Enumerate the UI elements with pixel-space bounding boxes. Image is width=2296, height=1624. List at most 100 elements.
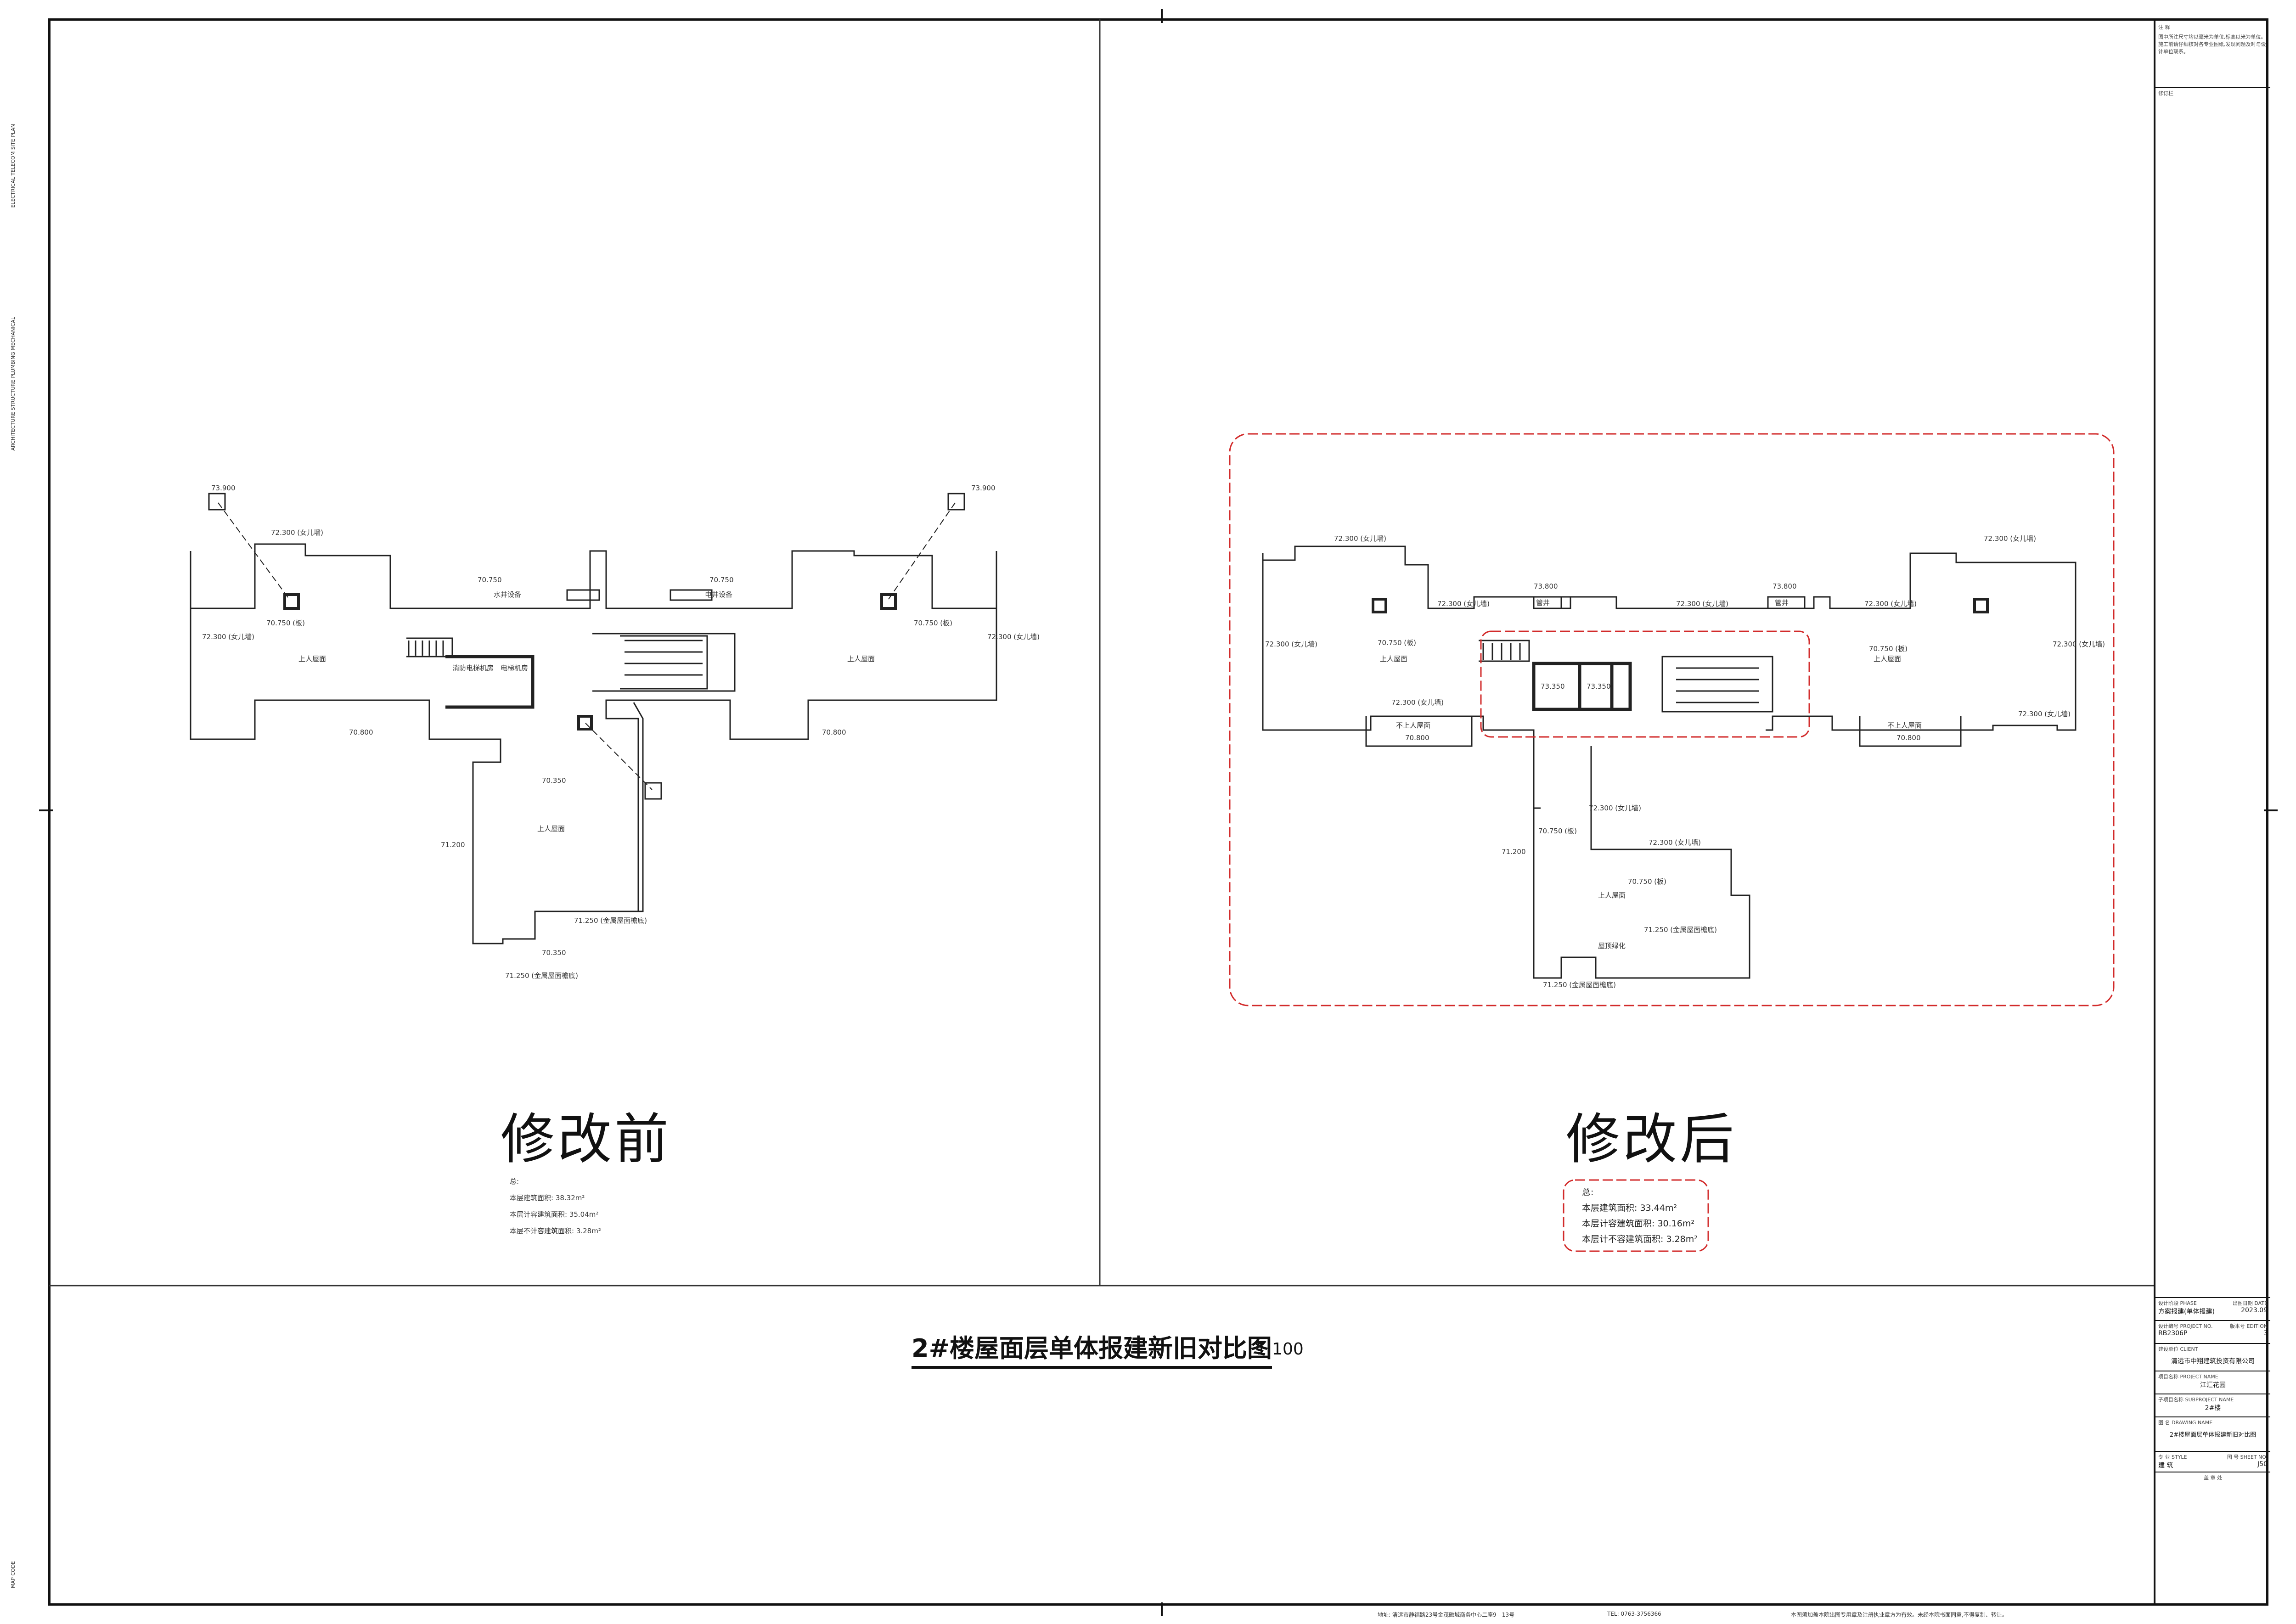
after-level-b3: 70.750 (板) (1628, 877, 1666, 886)
tb-phase-value: 方案报建(单体报建) (2158, 1308, 2215, 1315)
tb-drawing-name-row: 图 名 DRAWING NAME 2#楼屋面层单体报建新旧对比图 (2155, 1416, 2270, 1451)
tb-sheet-value: J50 (2257, 1461, 2268, 1468)
after-level-a9: 72.300 (女儿墙) (2018, 710, 2071, 718)
revision-cloud-core (1480, 630, 1810, 738)
tb-date-label: 出图日期 DATE (2232, 1300, 2268, 1306)
after-level-c1: 70.800 (1405, 734, 1429, 742)
tb-subproject-row: 子项目名称 SUBPROJECT NAME 2#楼 (2155, 1394, 2270, 1416)
after-level-e2: 71.250 (金属屋面檐底) (1543, 981, 1616, 989)
after-plan-labels: 72.300 (女儿墙) 72.300 (女儿墙) 72.300 (女儿墙) 7… (1265, 534, 2105, 989)
tb-project-name-value: 江汇花园 (2200, 1382, 2226, 1389)
after-level-c2: 70.800 (1896, 734, 1921, 742)
tb-client-row: 建设单位 CLIENT 清远市中翔建筑投资有限公司 (2155, 1343, 2270, 1371)
before-area-line: 本层计容建筑面积: 35.04m² (510, 1210, 599, 1219)
revision-clouds (1229, 433, 2115, 1252)
tb-date-value: 2023.09 (2241, 1307, 2268, 1314)
revision-cloud-main (1229, 433, 2115, 1006)
after-room-shaft-l: 管井 (1536, 599, 1550, 607)
before-level-a1: 72.300 (女儿墙) (271, 528, 323, 537)
tb-stamp-label: 盖 章 处 (2204, 1475, 2222, 1481)
after-room-roof-r: 上人屋面 (1874, 655, 1901, 663)
before-level-g1: 71.250 (金属屋面檐底) (574, 916, 647, 925)
before-area-line: 本层不计容建筑面积: 3.28m² (510, 1227, 601, 1235)
after-level-b2: 70.750 (板) (1869, 645, 1908, 653)
tb-subproject-value: 2#楼 (2205, 1405, 2221, 1412)
before-level-d1: 70.800 (349, 728, 373, 736)
after-level-b1: 70.750 (板) (1378, 639, 1416, 647)
after-level-f2: 73.350 (1587, 682, 1611, 691)
before-level-e: 71.200 (441, 841, 465, 849)
before-level-f1: 70.350 (542, 776, 566, 785)
after-area-line: 本层计不容建筑面积: 3.28m² (1582, 1234, 1698, 1244)
tb-notes: 注 释 图中所注尺寸均以毫米为单位,标高以米为单位。施工前请仔细核对各专业图纸,… (2155, 22, 2270, 57)
before-room-roof-s: 上人屋面 (537, 825, 565, 833)
footer-address: 地址: 清远市静福路23号金茂融城商务中心二座9—13号 (1378, 1612, 1515, 1618)
after-level-a6: 72.300 (女儿墙) (1265, 640, 1317, 648)
revision-cloud-areas (1563, 1179, 1709, 1252)
after-level-a3: 72.300 (女儿墙) (1437, 600, 1490, 608)
tb-notes-label: 注 释 (2158, 24, 2170, 30)
after-room-roof-s: 上人屋面 (1598, 891, 1626, 899)
tb-client-value: 清远市中翔建筑投资有限公司 (2171, 1358, 2255, 1365)
after-room-nonaccess-r: 不上人屋面 (1887, 721, 1922, 730)
before-plan (190, 493, 997, 944)
tb-drawing-name-label: 图 名 DRAWING NAME (2158, 1420, 2213, 1426)
before-room-roof-l: 上人屋面 (298, 655, 326, 663)
before-room-lift: 电梯机房 (501, 664, 528, 672)
drawing-scale: 1:100 (1256, 1340, 1304, 1359)
tb-project-no-label: 设计编号 PROJECT NO. (2158, 1323, 2213, 1329)
footer-stamp-note: 本图须加盖本院出图专用章及注册执业章方为有效。未经本院书面同意,不得复制、转让。 (1791, 1612, 2008, 1618)
after-level-a10: 72.300 (女儿墙) (1589, 804, 1641, 812)
before-area-summary: 总: 本层建筑面积: 38.32m² 本层计容建筑面积: 35.04m² 本层不… (510, 1173, 601, 1239)
sheet-frame (48, 18, 2268, 1606)
tb-client-label: 建设单位 CLIENT (2158, 1346, 2198, 1352)
tb-style-row: 专 业 STYLE 图 号 SHEET NO. 建 筑 J50 (2155, 1451, 2270, 1472)
after-plan (1262, 545, 2077, 979)
after-level-e1: 71.250 (金属屋面檐底) (1644, 926, 1717, 934)
tb-subproject-label: 子项目名称 SUBPROJECT NAME (2158, 1397, 2234, 1403)
before-heading: 修改前 (501, 1107, 672, 1171)
after-level-g1: 73.800 (1534, 582, 1558, 590)
after-room-nonaccess-l: 不上人屋面 (1396, 721, 1430, 730)
before-level-c1: 70.750 (板) (266, 619, 305, 627)
after-level-a8: 72.300 (女儿墙) (1391, 698, 1444, 707)
before-level-f2: 70.350 (542, 949, 566, 957)
tb-project-no-value: RB2306P (2158, 1330, 2188, 1337)
tb-edition-label: 版本号 EDITION (2229, 1323, 2268, 1329)
after-level-a5: 72.300 (女儿墙) (1864, 600, 1917, 608)
before-room-elec: 电井设备 (705, 590, 732, 599)
after-room-roof-l: 上人屋面 (1380, 655, 1407, 663)
after-level-a11: 72.300 (女儿墙) (1649, 838, 1701, 847)
drawing-title: 2#楼屋面层单体报建新旧对比图 (912, 1328, 1272, 1369)
before-area-line: 本层建筑面积: 38.32m² (510, 1194, 585, 1202)
before-room-roof-r: 上人屋面 (847, 655, 875, 663)
after-level-d: 71.200 (1502, 848, 1526, 856)
tb-project-no-row: 设计编号 PROJECT NO. 版本号 EDITION RB2306P 3 (2155, 1320, 2270, 1338)
before-room-fire-lift: 消防电梯机房 (452, 664, 494, 672)
tb-style-label: 专 业 STYLE (2158, 1454, 2187, 1460)
after-level-f1: 73.350 (1541, 682, 1565, 691)
tb-notes-text: 图中所注尺寸均以毫米为单位,标高以米为单位。施工前请仔细核对各专业图纸,发现问题… (2158, 34, 2266, 55)
before-level-a3: 72.300 (女儿墙) (987, 633, 1040, 641)
before-level-b1: 70.750 (478, 576, 502, 584)
after-level-a2: 72.300 (女儿墙) (1984, 534, 2036, 543)
tb-project-name-row: 项目名称 PROJECT NAME 江汇花园 (2155, 1371, 2270, 1394)
before-plan-labels: 73.900 73.900 72.300 (女儿墙) 72.300 (女儿墙) … (202, 484, 1040, 980)
before-level-roof-r: 73.900 (971, 484, 996, 492)
after-area-summary: 总: 本层建筑面积: 33.44m² 本层计容建筑面积: 30.16m² 本层计… (1582, 1185, 1698, 1247)
tb-revision: 修订栏 (2155, 87, 2270, 98)
after-room-green: 屋顶绿化 (1598, 942, 1626, 950)
tb-phase-label: 设计阶段 PHASE (2158, 1300, 2197, 1306)
tb-revision-label: 修订栏 (2158, 90, 2173, 96)
before-level-c2: 70.750 (板) (914, 619, 952, 627)
tb-project-name-label: 项目名称 PROJECT NAME (2158, 1374, 2218, 1380)
footer-tel: TEL: 0763-3756366 (1607, 1611, 1661, 1617)
tb-edition-value: 3 (2263, 1330, 2268, 1337)
after-level-b4: 70.750 (板) (1538, 827, 1577, 835)
before-area-line: 总: (510, 1177, 519, 1186)
after-heading: 修改后 (1566, 1107, 1737, 1171)
after-room-shaft-r: 管井 (1775, 599, 1789, 607)
before-level-d2: 70.800 (822, 728, 846, 736)
after-level-a4: 72.300 (女儿墙) (1676, 600, 1728, 608)
